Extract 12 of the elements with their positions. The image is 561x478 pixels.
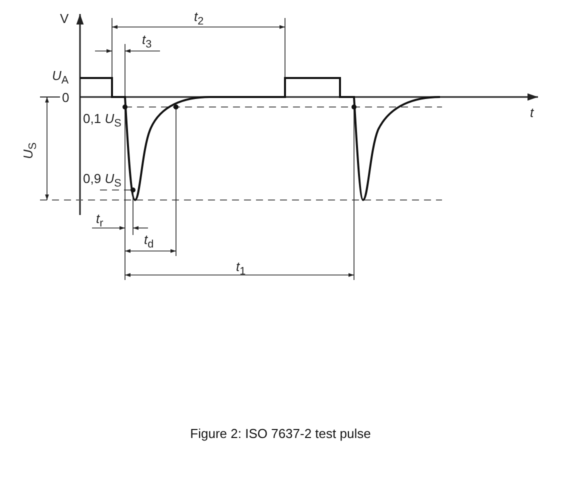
level-label: 0,9 U$_{S}$ [83,172,122,190]
dimension-label: t$_{1}$ [236,260,246,278]
level-label: 0,1 U$_{S}$ [83,112,122,130]
axis-label: t [530,106,534,119]
dimension-label: t$_{3}$ [142,33,152,50]
level-label: 0 [62,91,70,104]
axis-label: V [60,12,69,25]
level-label: U$_{A}$ [52,69,69,86]
dimension-label: t$_{r}$ [96,212,104,230]
dimension-label: t$_{d}$ [144,233,154,250]
dimension-label: t$_{2}$ [194,10,204,28]
figure-caption: Figure 2: ISO 7637-2 test pulse [189,426,372,441]
